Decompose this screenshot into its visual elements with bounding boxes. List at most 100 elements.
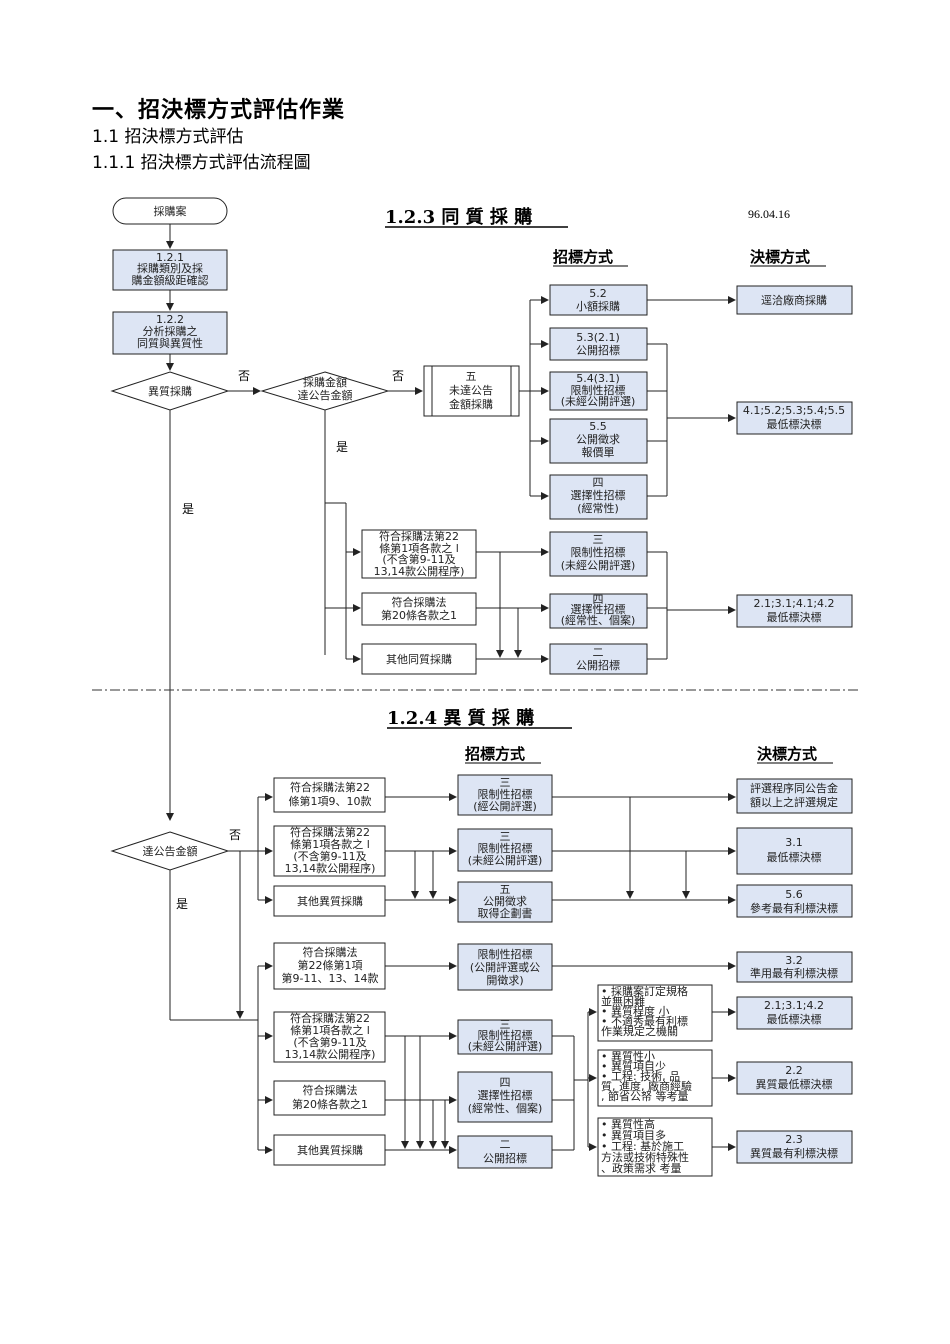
box-label: 限制性招標: [571, 383, 626, 397]
box-label: 13,14款公開程序): [285, 861, 376, 875]
box-label: 異質最有利標決標: [750, 1146, 838, 1160]
note-text: 、政策需求 考量: [601, 1161, 682, 1175]
box-label: 評選程序同公告金: [750, 781, 838, 795]
box-label: (經常性、個案): [561, 613, 636, 627]
box-label: 5.3(2.1): [576, 331, 620, 344]
box-label: 5.4(3.1): [576, 372, 620, 385]
box-label: 選擇性招標: [571, 602, 626, 616]
step-label: 分析採購之: [143, 324, 198, 338]
box-label: 符合採購法: [392, 595, 447, 609]
award-method-header-2: 招標方式: [465, 745, 525, 763]
box-label: 選擇性招標: [571, 488, 626, 502]
box-label: 最低標決標: [767, 1012, 822, 1026]
box-label: 金額採購: [449, 397, 493, 411]
note-text: 方法或技術特殊性: [601, 1150, 689, 1164]
box-label: 參考最有利標決標: [750, 901, 838, 915]
cond-other-hetero-2: [273, 1134, 386, 1166]
yes-label: 是: [176, 897, 188, 911]
box-label: 最低標決標: [767, 417, 822, 431]
box-label: 符合採購法: [303, 945, 358, 959]
box-label: 二: [593, 646, 604, 659]
box-label: 其他同質採購: [386, 652, 452, 666]
method-5-2: [549, 284, 648, 316]
box-label: 5.2: [589, 287, 607, 300]
box-label: 條第1項各款之 l: [379, 541, 459, 555]
method-restrictive-open-review: [457, 943, 553, 991]
box-label: (未經公開評選): [561, 558, 636, 572]
box-label: 四: [593, 593, 604, 606]
step-label: 採購類別及採: [137, 261, 203, 275]
decision-label: 採購金額: [303, 375, 347, 389]
cond-art22-other: [273, 825, 386, 877]
step-label: 同質與異質性: [137, 336, 203, 350]
box-label: 五: [500, 883, 511, 896]
lowest-bid-box-3: [736, 996, 853, 1030]
yes-label: 是: [182, 502, 194, 516]
box-label: 公開招標: [576, 658, 620, 672]
decision-label: 達公告金額: [298, 388, 353, 402]
note-text: 並無困難: [601, 994, 645, 1008]
no-label: 否: [229, 828, 241, 842]
method-restrictive-unreviewed-2: [457, 828, 553, 872]
box-label: 符合採購法第22: [290, 825, 370, 839]
box-label: 開徵求): [486, 973, 523, 987]
box-label: 二: [500, 1138, 511, 1151]
homogeneous-title: 1.2.3 同 質 採 購: [385, 206, 532, 228]
section-heading: 一、招決標方式評估作業: [92, 98, 346, 123]
reference-best-box: [736, 884, 853, 918]
box-label: 2.1;3.1;4.1;4.2: [753, 597, 834, 610]
box-label: 取得企劃書: [478, 906, 533, 920]
method-open-tender-2: [457, 1135, 553, 1169]
box-label: 公開招標: [576, 343, 620, 357]
note-text: , 節省公帑 等考量: [601, 1089, 689, 1103]
box-label: 小額採購: [576, 299, 620, 313]
box-label: 準用最有利標決標: [750, 966, 838, 980]
no-label: 否: [238, 369, 250, 383]
box-label: 條第1項各款之 l: [290, 1023, 370, 1037]
box-label: (經公開評選): [473, 799, 537, 813]
box-label: 逕洽廠商採購: [761, 293, 827, 307]
box-label: 最低標決標: [767, 610, 822, 624]
box-label: 公開徵求: [576, 432, 620, 446]
note-low-heterogeneity: [597, 1049, 713, 1107]
box-label: 第9-11、13、14款: [282, 971, 379, 985]
decision-label: 達公告金額: [143, 844, 198, 858]
condition-art20: [361, 592, 477, 626]
note-high-heterogeneity: [597, 1117, 713, 1177]
note-text: • 採購案訂定規格: [601, 984, 688, 998]
box-label: (經常性): [577, 501, 619, 515]
box-label: 五: [466, 370, 477, 383]
cond-art22-9-14: [273, 942, 386, 990]
direct-purchase-box: [736, 285, 853, 315]
cond-art22-other-2: [273, 1011, 386, 1063]
note-text: • 異質性小: [601, 1049, 655, 1063]
box-label: 第22條第1項: [298, 958, 363, 972]
box-label: (不含第9-11及: [382, 552, 455, 566]
box-label: 5.5: [589, 420, 607, 433]
note-low-heterogeneity-spec: [597, 984, 713, 1042]
box-label: (不含第9-11及: [293, 849, 366, 863]
note-text: • 工程: 技術, 品: [601, 1070, 680, 1083]
award-method-header: 招標方式: [553, 248, 613, 266]
box-label: 報價單: [582, 445, 615, 459]
box-label: (未經公開評選): [561, 394, 636, 408]
box-label: 5.6: [785, 888, 803, 901]
lowest-bid-box-1: [736, 401, 853, 435]
note-text: 作業規定之機關: [601, 1024, 678, 1038]
box-label: 2.1;3.1;4.2: [764, 999, 824, 1012]
box-label: 限制性招標: [478, 841, 533, 855]
note-text: • 異質性高: [601, 1117, 655, 1131]
box-label: (未經公開評選): [468, 853, 543, 867]
box-label: 條第1項9、10款: [289, 794, 372, 808]
note-text: • 異質項目少: [601, 1059, 666, 1073]
box-label: 第20條各款之1: [292, 1097, 368, 1111]
box-label: 符合採購法第22: [290, 780, 370, 794]
method-open-proposal: [457, 881, 553, 923]
box-label: 公開招標: [483, 1151, 527, 1165]
subsection-heading: 1.1 招決標方式評估: [92, 127, 244, 147]
revision-date: 96.04.16: [748, 207, 790, 221]
box-label: 限制性招標: [478, 1028, 533, 1042]
lowest-bid-3-1: [736, 827, 853, 875]
method-5-5: [549, 418, 648, 464]
box-label: 限制性招標: [571, 545, 626, 559]
